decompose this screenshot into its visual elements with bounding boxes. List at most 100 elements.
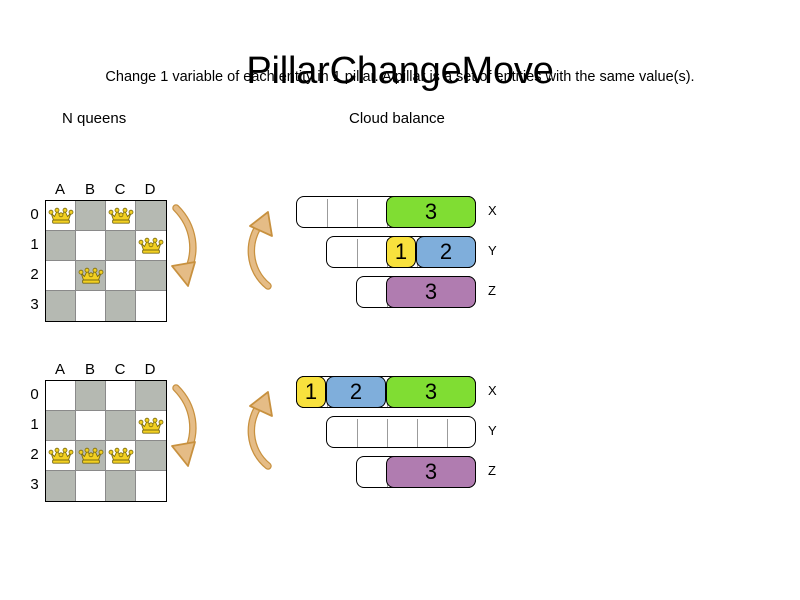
board-row-labels: 0 1 2 3 (26, 200, 43, 320)
board-column-label-c: C (114, 181, 126, 198)
cloud-bar-segment-divider (447, 419, 448, 447)
cloud-bar-process-3[interactable]: 3 (386, 276, 476, 308)
board-cell-d1[interactable] (136, 231, 166, 261)
board-row-label-1: 1 (30, 416, 39, 433)
board-cell-b0[interactable] (76, 381, 106, 411)
cloud-bar-z[interactable]: 3 (356, 276, 476, 308)
board-cell-b1[interactable] (76, 411, 106, 441)
board-cell-a0[interactable] (46, 381, 76, 411)
queen-icon (48, 205, 74, 227)
cloud-bar-z[interactable]: 3 (356, 456, 476, 488)
board-cell-d3[interactable] (136, 471, 166, 501)
board-column-label-d: D (144, 361, 156, 378)
arrow-down-icon (171, 204, 197, 287)
board-row-label-0: 0 (30, 206, 39, 223)
cloud-bar-label-y: Y (488, 423, 497, 438)
arrow-up-icon (247, 391, 273, 470)
board-cell-b1[interactable] (76, 231, 106, 261)
cloud-bar-label-y: Y (488, 243, 497, 258)
arrow-pair-bottom (168, 380, 288, 480)
board-cell-c2[interactable] (106, 261, 136, 291)
cloud-bar-label-z: Z (488, 463, 496, 478)
board-cell-d2[interactable] (136, 261, 166, 291)
queen-icon (108, 205, 134, 227)
board-cell-c0[interactable] (106, 381, 136, 411)
board-column-labels: A B C D (45, 180, 165, 200)
arrow-down-icon (171, 384, 197, 467)
board-cell-d3[interactable] (136, 291, 166, 321)
board-cell-b2[interactable] (76, 441, 106, 471)
board-cell-a2[interactable] (46, 261, 76, 291)
cloud-bar-label-z: Z (488, 283, 496, 298)
section-heading-nqueens: N queens (62, 110, 127, 127)
cloud-bar-process-3[interactable]: 3 (386, 376, 476, 408)
board-row-label-3: 3 (30, 476, 39, 493)
cloud-bar-track (326, 416, 476, 448)
cloud-bar-segment-divider (417, 419, 418, 447)
board-column-label-d: D (144, 181, 156, 198)
queen-icon (108, 445, 134, 467)
cloud-bar-x[interactable]: 3 (296, 196, 476, 228)
section-heading-cloud: Cloud balance (349, 110, 445, 127)
page-title: PillarChangeMove (246, 50, 554, 93)
cloud-bar-segment-divider (327, 199, 328, 227)
cloud-bar-process-1[interactable]: 1 (296, 376, 326, 408)
cloud-bar-segment-divider (357, 239, 358, 267)
queen-icon (138, 235, 164, 257)
board-cell-c3[interactable] (106, 471, 136, 501)
board-cell-a3[interactable] (46, 471, 76, 501)
board-cell-c1[interactable] (106, 231, 136, 261)
board-cell-a1[interactable] (46, 231, 76, 261)
cloud-bar-y[interactable] (326, 416, 476, 448)
board-grid (45, 380, 167, 502)
board-column-label-c: C (114, 361, 126, 378)
board-cell-a2[interactable] (46, 441, 76, 471)
board-cell-d1[interactable] (136, 411, 166, 441)
arrow-up-icon (247, 211, 273, 290)
cloud-bar-segment-divider (387, 419, 388, 447)
cloud-bar-segment-divider (357, 419, 358, 447)
board-cell-a1[interactable] (46, 411, 76, 441)
queen-icon (78, 265, 104, 287)
cloud-bar-segment-divider (357, 199, 358, 227)
board-cell-d0[interactable] (136, 201, 166, 231)
board-row-label-1: 1 (30, 236, 39, 253)
cloud-bar-process-3[interactable]: 3 (386, 456, 476, 488)
board-row-label-2: 2 (30, 266, 39, 283)
board-row-label-2: 2 (30, 446, 39, 463)
board-cell-b3[interactable] (76, 291, 106, 321)
cloud-bar-process-1[interactable]: 1 (386, 236, 416, 268)
board-cell-c0[interactable] (106, 201, 136, 231)
cloud-bar-process-2[interactable]: 2 (416, 236, 476, 268)
board-grid (45, 200, 167, 322)
board-cell-d2[interactable] (136, 441, 166, 471)
board-cell-d0[interactable] (136, 381, 166, 411)
board-row-label-0: 0 (30, 386, 39, 403)
queen-icon (48, 445, 74, 467)
board-cell-c2[interactable] (106, 441, 136, 471)
board-row-labels: 0 1 2 3 (26, 380, 43, 500)
cloud-bar-process-2[interactable]: 2 (326, 376, 386, 408)
board-column-label-b: B (84, 181, 95, 198)
board-cell-b3[interactable] (76, 471, 106, 501)
board-column-labels: A B C D (45, 360, 165, 380)
board-column-label-a: A (54, 361, 65, 378)
arrow-pair-top (168, 200, 288, 300)
board-cell-c3[interactable] (106, 291, 136, 321)
queen-icon (78, 445, 104, 467)
board-cell-a0[interactable] (46, 201, 76, 231)
cloud-bar-process-3[interactable]: 3 (386, 196, 476, 228)
board-column-label-a: A (54, 181, 65, 198)
board-cell-b2[interactable] (76, 261, 106, 291)
board-column-label-b: B (84, 361, 95, 378)
cloud-bar-label-x: X (488, 203, 497, 218)
page-subtitle: Change 1 variable of each entity in 1 pi… (105, 69, 695, 85)
board-cell-a3[interactable] (46, 291, 76, 321)
board-cell-b0[interactable] (76, 201, 106, 231)
board-cell-c1[interactable] (106, 411, 136, 441)
queen-icon (138, 415, 164, 437)
board-row-label-3: 3 (30, 296, 39, 313)
cloud-bar-label-x: X (488, 383, 497, 398)
